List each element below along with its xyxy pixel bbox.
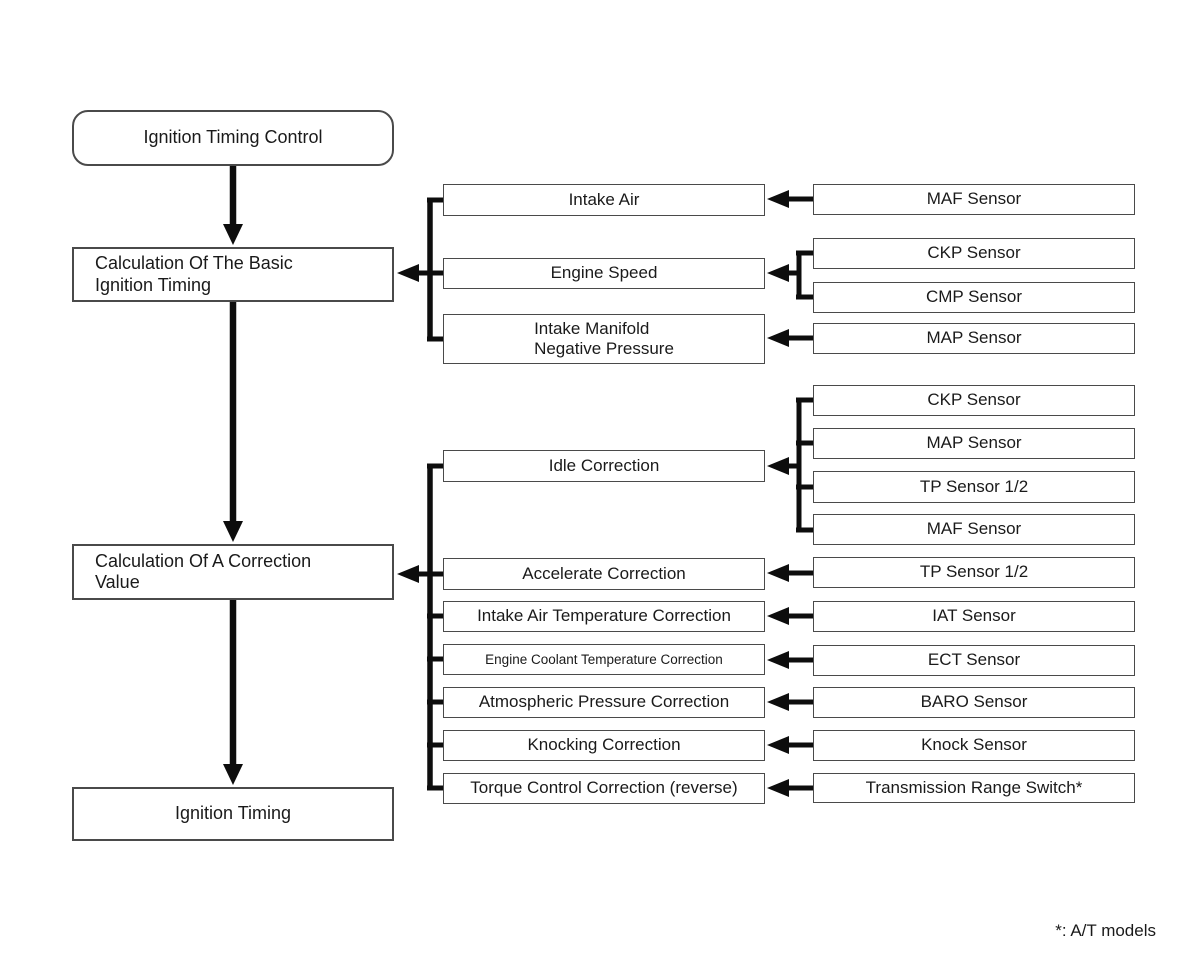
node-idle-correction: Idle Correction [443,450,765,482]
node-label: CKP Sensor [927,390,1021,410]
node-label: Engine Coolant Temperature Correction [485,651,723,667]
node-label: IAT Sensor [932,606,1016,626]
node-intake-air-temperature-correction: Intake Air Temperature Correction [443,601,765,632]
node-label: Intake Manifold Negative Pressure [534,318,674,358]
node-atmospheric-pressure-correction: Atmospheric Pressure Correction [443,687,765,718]
node-label: Idle Correction [548,455,660,475]
node-intake-air: Intake Air [443,184,765,216]
node-map-sensor-2: MAP Sensor [813,428,1135,459]
node-label: Calculation Of The Basic Ignition Timing [95,253,293,295]
arrow-iat-to-intake-temp [767,607,813,625]
arrow-maf-to-intake-air [767,190,813,208]
node-label: TP Sensor 1/2 [919,562,1029,582]
flow-arrow-start-to-basic [223,166,243,245]
arrow-ect-to-coolant-temp [767,651,813,669]
bracket-idle-inputs [767,397,814,533]
node-baro-sensor: BARO Sensor [813,687,1135,718]
bracket-correction-inputs [397,463,444,791]
node-label: MAF Sensor [926,519,1022,539]
bracket-ckp-cmp-to-engine-speed [767,250,814,300]
node-label: Accelerate Correction [522,563,686,583]
node-label: Intake Air [568,189,640,209]
node-label: Ignition Timing Control [143,127,323,148]
node-label: Knock Sensor [921,735,1027,755]
node-accelerate-correction: Accelerate Correction [443,558,765,590]
node-transmission-range-switch: Transmission Range Switch* [813,773,1135,803]
arrow-knock-to-knocking [767,736,813,754]
node-label: Engine Speed [550,263,658,283]
node-knock-sensor: Knock Sensor [813,730,1135,761]
node-label: Knocking Correction [527,735,681,755]
footnote-at-models: *: A/T models [1055,921,1156,940]
node-label: Calculation Of A Correction Value [95,550,312,592]
node-engine-coolant-temperature-correction: Engine Coolant Temperature Correction [443,644,765,675]
node-calc-correction-value: Calculation Of A Correction Value [72,544,394,600]
node-knocking-correction: Knocking Correction [443,730,765,761]
arrow-tp-to-accelerate [767,564,813,582]
node-label: MAP Sensor [926,328,1022,348]
node-label: BARO Sensor [920,692,1028,712]
node-label: Torque Control Correction (reverse) [470,778,738,798]
arrow-map-to-manifold [767,329,813,347]
node-calc-basic-ignition-timing: Calculation Of The Basic Ignition Timing [72,247,394,302]
node-map-sensor-1: MAP Sensor [813,323,1135,354]
node-maf-sensor-1: MAF Sensor [813,184,1135,215]
node-ect-sensor: ECT Sensor [813,645,1135,676]
node-tp-sensor-2: TP Sensor 1/2 [813,557,1135,588]
node-label: MAF Sensor [926,189,1022,209]
node-ignition-timing-control: Ignition Timing Control [72,110,394,166]
node-cmp-sensor: CMP Sensor [813,282,1135,313]
node-label: Transmission Range Switch* [865,777,1083,797]
arrow-trans-to-torque [767,779,813,797]
node-label: Intake Air Temperature Correction [477,606,731,626]
node-torque-control-correction: Torque Control Correction (reverse) [443,773,765,804]
node-ignition-timing: Ignition Timing [72,787,394,841]
node-maf-sensor-2: MAF Sensor [813,514,1135,545]
node-label: TP Sensor 1/2 [919,476,1029,496]
node-label: MAP Sensor [926,433,1022,453]
flow-arrow-correction-to-result [223,600,243,785]
node-label: Ignition Timing [174,803,292,824]
node-label: ECT Sensor [927,650,1021,670]
node-ckp-sensor-2: CKP Sensor [813,385,1135,416]
flow-arrow-basic-to-correction [223,302,243,542]
node-tp-sensor-1: TP Sensor 1/2 [813,471,1135,503]
node-intake-manifold-negative-pressure: Intake Manifold Negative Pressure [443,314,765,364]
node-label: Atmospheric Pressure Correction [478,692,730,712]
node-label: CMP Sensor [925,287,1023,307]
node-engine-speed: Engine Speed [443,258,765,289]
node-ckp-sensor-1: CKP Sensor [813,238,1135,269]
bracket-basic-inputs [397,197,444,342]
node-label: CKP Sensor [927,243,1021,263]
arrow-baro-to-atmospheric [767,693,813,711]
node-iat-sensor: IAT Sensor [813,601,1135,632]
